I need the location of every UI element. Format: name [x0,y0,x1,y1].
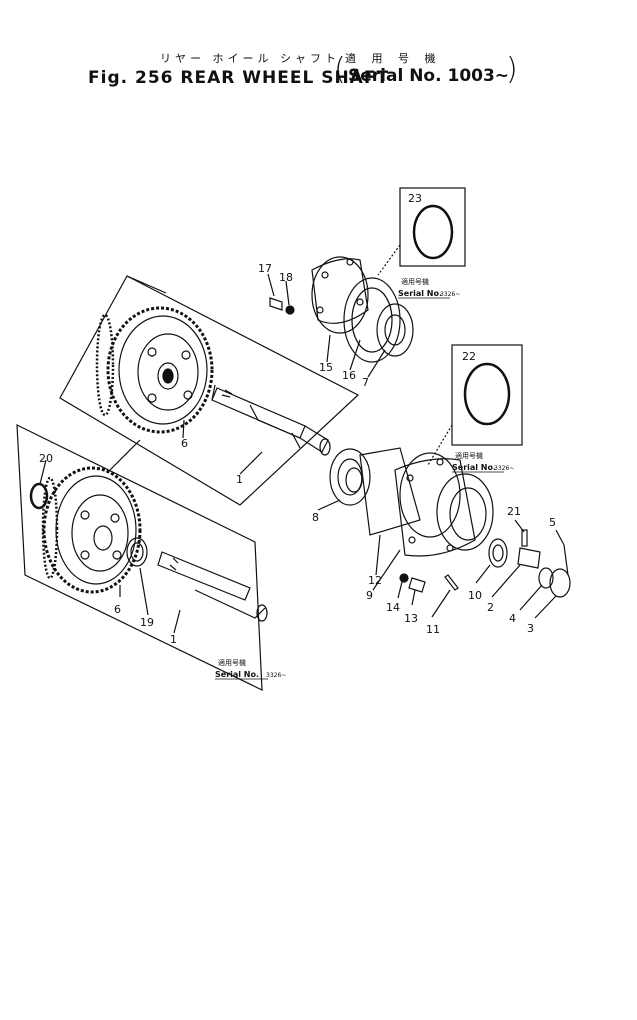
gasket-12 [359,447,421,536]
callout-9: 9 [366,589,373,602]
callout-6-upper: 6 [181,437,188,450]
note-lower-jp: 適用号機 [218,658,246,667]
pin-5 [563,544,569,576]
note-right-number: 3326~ [494,465,514,472]
lower-shaft [157,551,268,622]
callout-18: 18 [279,271,293,284]
note-top-jp: 適用号機 [401,277,429,286]
top-hub-assembly [269,256,414,363]
sleeve-2 [517,547,541,569]
lower-gear [41,466,142,594]
note-right-serial: Serial No. [452,463,496,472]
ring-20 [29,482,49,510]
oring-22 [463,362,511,426]
note-top-serial: Serial No. [398,289,442,298]
nut-3 [549,568,571,598]
note-right-jp: 適用号機 [455,451,483,460]
callout-6-lower: 6 [114,603,121,616]
callout-22: 22 [462,350,476,363]
callout-12: 12 [368,574,382,587]
title-serial: Serial No. 1003~ [348,66,510,86]
callout-2: 2 [487,601,494,614]
callout-4: 4 [509,612,516,625]
oring-box-22 [451,344,523,446]
callout-17: 17 [258,262,272,275]
callout-1-upper: 1 [236,473,243,486]
title-japanese-applicable: 適 用 号 機 [345,52,442,65]
note-top-number: 3326~ [440,291,460,298]
upper-shaft [211,384,331,456]
callout-14: 14 [386,601,400,614]
callout-21: 21 [507,505,521,518]
title-paren-close: ) [506,52,518,87]
bolt-13 [408,577,426,593]
upper-gear [95,306,214,434]
callout-10: 10 [468,589,482,602]
bearing-8 [329,448,371,506]
lower-assembly-frame [16,424,263,691]
callout-5: 5 [549,516,556,529]
callout-3: 3 [527,622,534,635]
title-paren-open: ( [334,52,346,87]
callout-8: 8 [312,511,319,524]
washer-14 [399,573,409,583]
spacer-ring-19 [126,537,148,567]
callout-16: 16 [342,369,356,382]
housing-9 [394,452,494,557]
callout-15: 15 [319,361,333,374]
note-lower-serial: Serial No. [215,670,259,679]
note-lower-number: 3326~ [266,672,286,679]
callout-23: 23 [408,192,422,205]
callout-1-lower: 1 [170,633,177,646]
seal-10 [488,538,508,568]
callout-19: 19 [140,616,154,629]
pin-11 [444,574,459,591]
callout-11: 11 [426,623,440,636]
figure-title: Fig. 256 REAR WHEEL SHAFT [88,68,390,88]
oring-23 [412,204,454,260]
key-21 [521,529,528,547]
oring-box-23 [399,187,466,267]
upper-assembly-frame [59,275,360,506]
callout-7: 7 [362,376,369,389]
washer-4 [538,567,554,589]
title-japanese: リヤー ホイール シャフト [160,52,340,65]
callout-20: 20 [39,452,53,465]
callout-13: 13 [404,612,418,625]
